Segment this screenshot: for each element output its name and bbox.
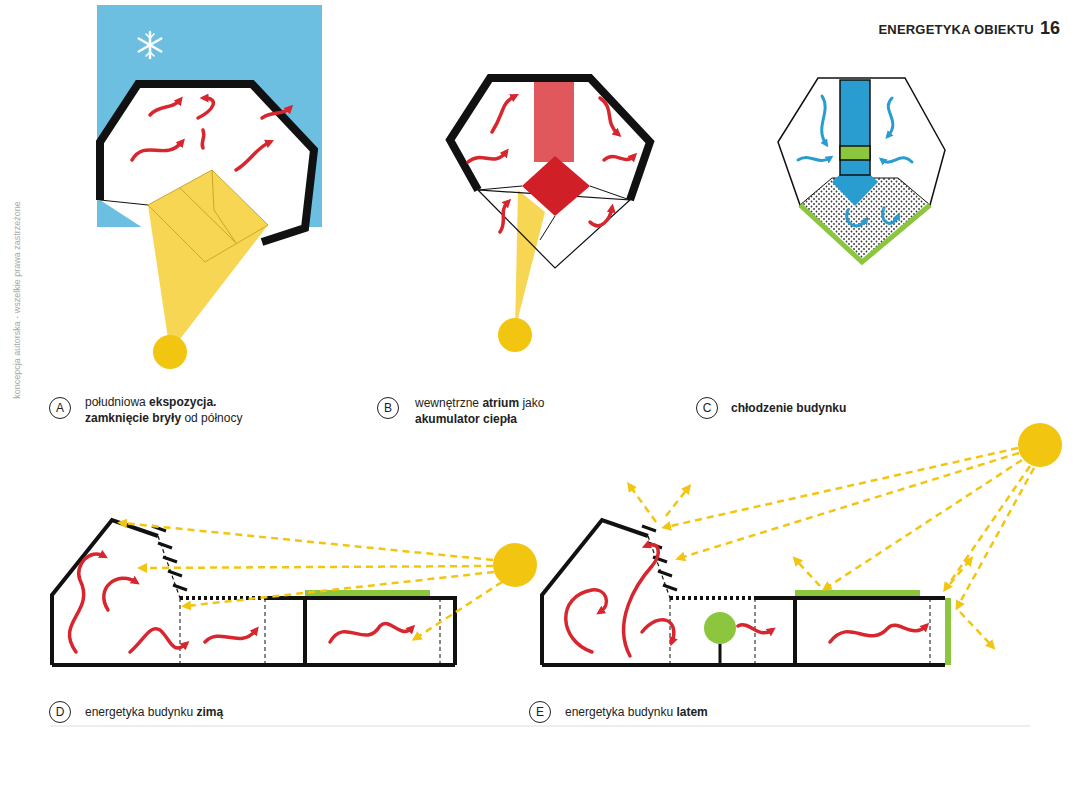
caption-text: zimą (196, 705, 223, 719)
callout-letter: C (703, 402, 712, 414)
title-group: ENERGETYKA OBIEKTU 16 (878, 18, 1060, 39)
letter-circle: A (49, 397, 71, 419)
caption-text: atrium (482, 396, 519, 410)
caption-line: wewnętrzneatriumjako (415, 395, 548, 411)
letter-circle: E (529, 701, 551, 723)
diagram-e (542, 423, 1062, 665)
caption: energetyka budynkulatem (565, 704, 711, 720)
caption: energetyka budynkuzimą (85, 704, 226, 720)
watermark: koncepcja autorska - wszelkie prawa zast… (12, 201, 22, 399)
caption-text: akumulator ciepła (415, 412, 517, 426)
caption: południowaekspozycja.zamknięcie bryłyod … (85, 394, 246, 426)
diagram-b (450, 78, 650, 352)
letter-circle: B (377, 397, 399, 419)
caption-text: wewnętrzne (415, 396, 479, 410)
caption-text: energetyka budynku (85, 705, 193, 719)
caption-line: chłodzenie budynku (731, 400, 850, 416)
callout-letter: D (56, 706, 65, 718)
page-title: ENERGETYKA OBIEKTU (878, 22, 1034, 37)
caption-line: zamknięcie bryłyod północy (85, 410, 246, 426)
caption: chłodzenie budynku (731, 400, 850, 416)
diagram-a (97, 5, 322, 369)
callout-letter: B (384, 402, 392, 414)
caption-text: południowa (85, 395, 146, 409)
letter-circle: C (696, 397, 718, 419)
caption-line: południowaekspozycja. (85, 394, 246, 410)
caption-text: zamknięcie bryły (85, 411, 181, 425)
caption-text: od północy (184, 411, 242, 425)
caption-line: energetyka budynkuzimą (85, 704, 226, 720)
letter-circle: D (49, 701, 71, 723)
diagram-d (52, 520, 537, 665)
callout-letter: E (536, 706, 544, 718)
caption-line: energetyka budynkulatem (565, 704, 711, 720)
caption-text: ekspozycja. (149, 395, 216, 409)
caption: wewnętrzneatriumjakoakumulator ciepła (415, 395, 548, 427)
callout-letter: A (56, 402, 64, 414)
caption-text: energetyka budynku (565, 705, 673, 719)
diagram-c (778, 78, 945, 262)
page-number: 16 (1040, 18, 1060, 39)
caption-text: chłodzenie budynku (731, 401, 846, 415)
caption-text: jako (522, 396, 544, 410)
caption-line: akumulator ciepła (415, 411, 548, 427)
caption-text: latem (676, 705, 707, 719)
